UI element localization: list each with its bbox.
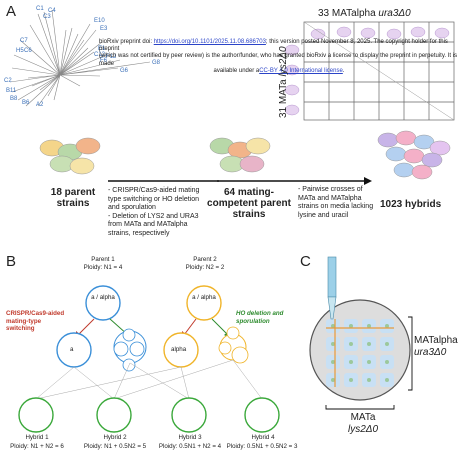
parent1-ploidy: Ploidy: N1 = 4 [83,264,123,271]
tree-label: C3 [43,14,51,20]
parent1-cell [85,285,121,321]
petri-dish [309,299,411,401]
tree-label: G8 [152,60,161,66]
tree-label: C7 [20,38,28,44]
parent2-cell-label: a / alpha [192,294,216,301]
tree-label: B6 [22,100,30,106]
grid-top-label: 33 MATalpha ura3Δ0 [318,8,411,19]
tree-label: E3 [100,26,108,32]
panel-c-figure [309,256,413,410]
tree-label: C4 [48,8,56,14]
hybrid1-name: Hybrid 1 [25,434,49,441]
step-parent-strains: 18 parent strains [50,187,96,209]
hybrid2-ploidy: Ploidy: N1 + 0.5N2 = 5 [83,443,147,450]
phylogenetic-tree [9,9,151,107]
parent2-ploidy: Ploidy: N2 = 2 [185,264,225,271]
step-mating-competent: 64 mating-competent parent strains [207,187,291,220]
tree-label: F12 [106,54,117,60]
panel-b-figure [18,285,280,433]
doi-link[interactable]: https://doi.org/10.1101/2025.11.08.68670… [153,39,266,45]
tree-label: C2 [4,78,12,84]
panel-a-label: A [6,3,17,20]
panel-a-figure: C1 C4 C3 E10 E3 C7 H5 C6 E1 C12 F6 F12 G… [4,6,455,185]
pipette-icon [327,256,337,320]
step1-description: - CRISPR/Cas9-aided mating type switchin… [108,187,200,237]
hybrid4-ploidy: Ploidy: 0.5N1 + 0.5N2 = 3 [226,443,298,450]
tree-label: A2 [36,102,44,108]
step-hybrids: 1023 hybrids [380,199,442,210]
hybrid-cells [377,130,451,180]
parent2-cell [186,285,222,321]
yeast-cells-grid [284,26,450,116]
step2-description: - Pairwise crosses of MATa and MATalpha … [298,186,374,219]
mat-a-label: MATa lys2Δ0 [347,412,379,435]
arrow-crispr [77,318,95,336]
license-link[interactable]: CC-BY 4.0 International license [259,67,343,74]
ho-label: HO deletion and sporulation [236,310,284,325]
hybrid2-name: Hybrid 2 [103,434,127,441]
parent-strains-cells [39,137,101,175]
mating-competent-cells [209,137,271,173]
tree-label: E10 [94,18,105,24]
tree-label: H5 [16,48,24,54]
tree-label: C6 [24,48,32,54]
panel-c-label: C [300,253,311,270]
parent2-title: Parent 2 [193,256,217,263]
tree-label: G6 [120,68,129,74]
grid-side-label: 31 MATa lys2Δ0 [278,46,289,118]
hybrid1-ploidy: Ploidy: N1 + N2 = 6 [10,443,64,450]
tree-label: C12 [94,52,106,58]
preprint-watermark: bioRxiv preprint doi: https://doi.org/10… [99,39,458,74]
hybrid3-name: Hybrid 3 [178,434,202,441]
tree-label: E1 [98,46,106,52]
mat-alpha-label: MATalpha ura3Δ0 [414,335,458,358]
hybrid2-cell [96,397,132,433]
hybrid3-ploidy: Ploidy: 0.5N1 + N2 = 4 [158,443,222,450]
crispr-label: CRISPR/Cas9-aided mating-type switching [6,310,65,332]
hybrid1-cell [18,397,54,433]
cell-a-label: a [70,346,74,353]
panel-b-label: B [6,253,17,270]
tree-label: C1 [36,6,44,12]
tree-label: F6 [100,58,108,64]
hybrid4-name: Hybrid 4 [251,434,275,441]
cell-alpha-label: alpha [171,346,187,353]
parent1-title: Parent 1 [91,256,115,263]
hybrid3-cell [171,397,207,433]
hybrid4-cell [244,397,280,433]
parent1-cell-label: a / alpha [91,294,115,301]
tree-label: B11 [6,88,17,94]
flow-arrow [108,177,372,185]
tree-label: B8 [10,96,18,102]
